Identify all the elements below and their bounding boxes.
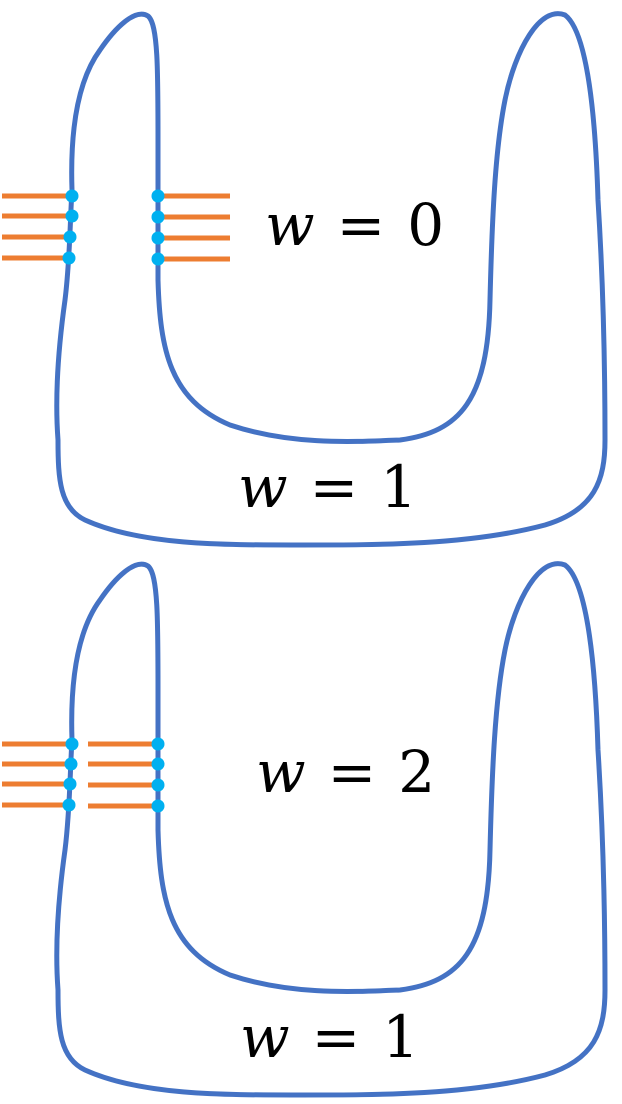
closed-curve-top — [54, 11, 608, 548]
intersection-dot — [65, 209, 79, 223]
intersection-dot — [151, 799, 165, 813]
intersection-dot — [151, 252, 165, 266]
intersection-dot — [151, 210, 165, 224]
intersection-dot — [151, 737, 165, 751]
winding-label-inner-bottom: w=2 — [256, 738, 435, 806]
intersection-dot — [151, 231, 165, 245]
intersection-dot — [65, 189, 79, 203]
panel-bottom: w=2 w=1 — [2, 561, 608, 1098]
winding-label-inner-top: w=0 — [265, 191, 444, 259]
winding-label-outer-bottom: w=1 — [240, 1003, 419, 1071]
intersection-dot — [151, 778, 165, 792]
panel-top: w=0 w=1 — [2, 11, 608, 548]
intersection-dot — [151, 189, 165, 203]
intersection-dot — [62, 798, 76, 812]
intersection-dot — [63, 777, 77, 791]
winding-label-outer-top: w=1 — [238, 453, 417, 521]
intersection-dot — [151, 757, 165, 771]
intersection-dot — [63, 230, 77, 244]
intersection-dot — [65, 737, 79, 751]
intersection-dot — [64, 757, 78, 771]
intersection-dot — [62, 251, 76, 265]
